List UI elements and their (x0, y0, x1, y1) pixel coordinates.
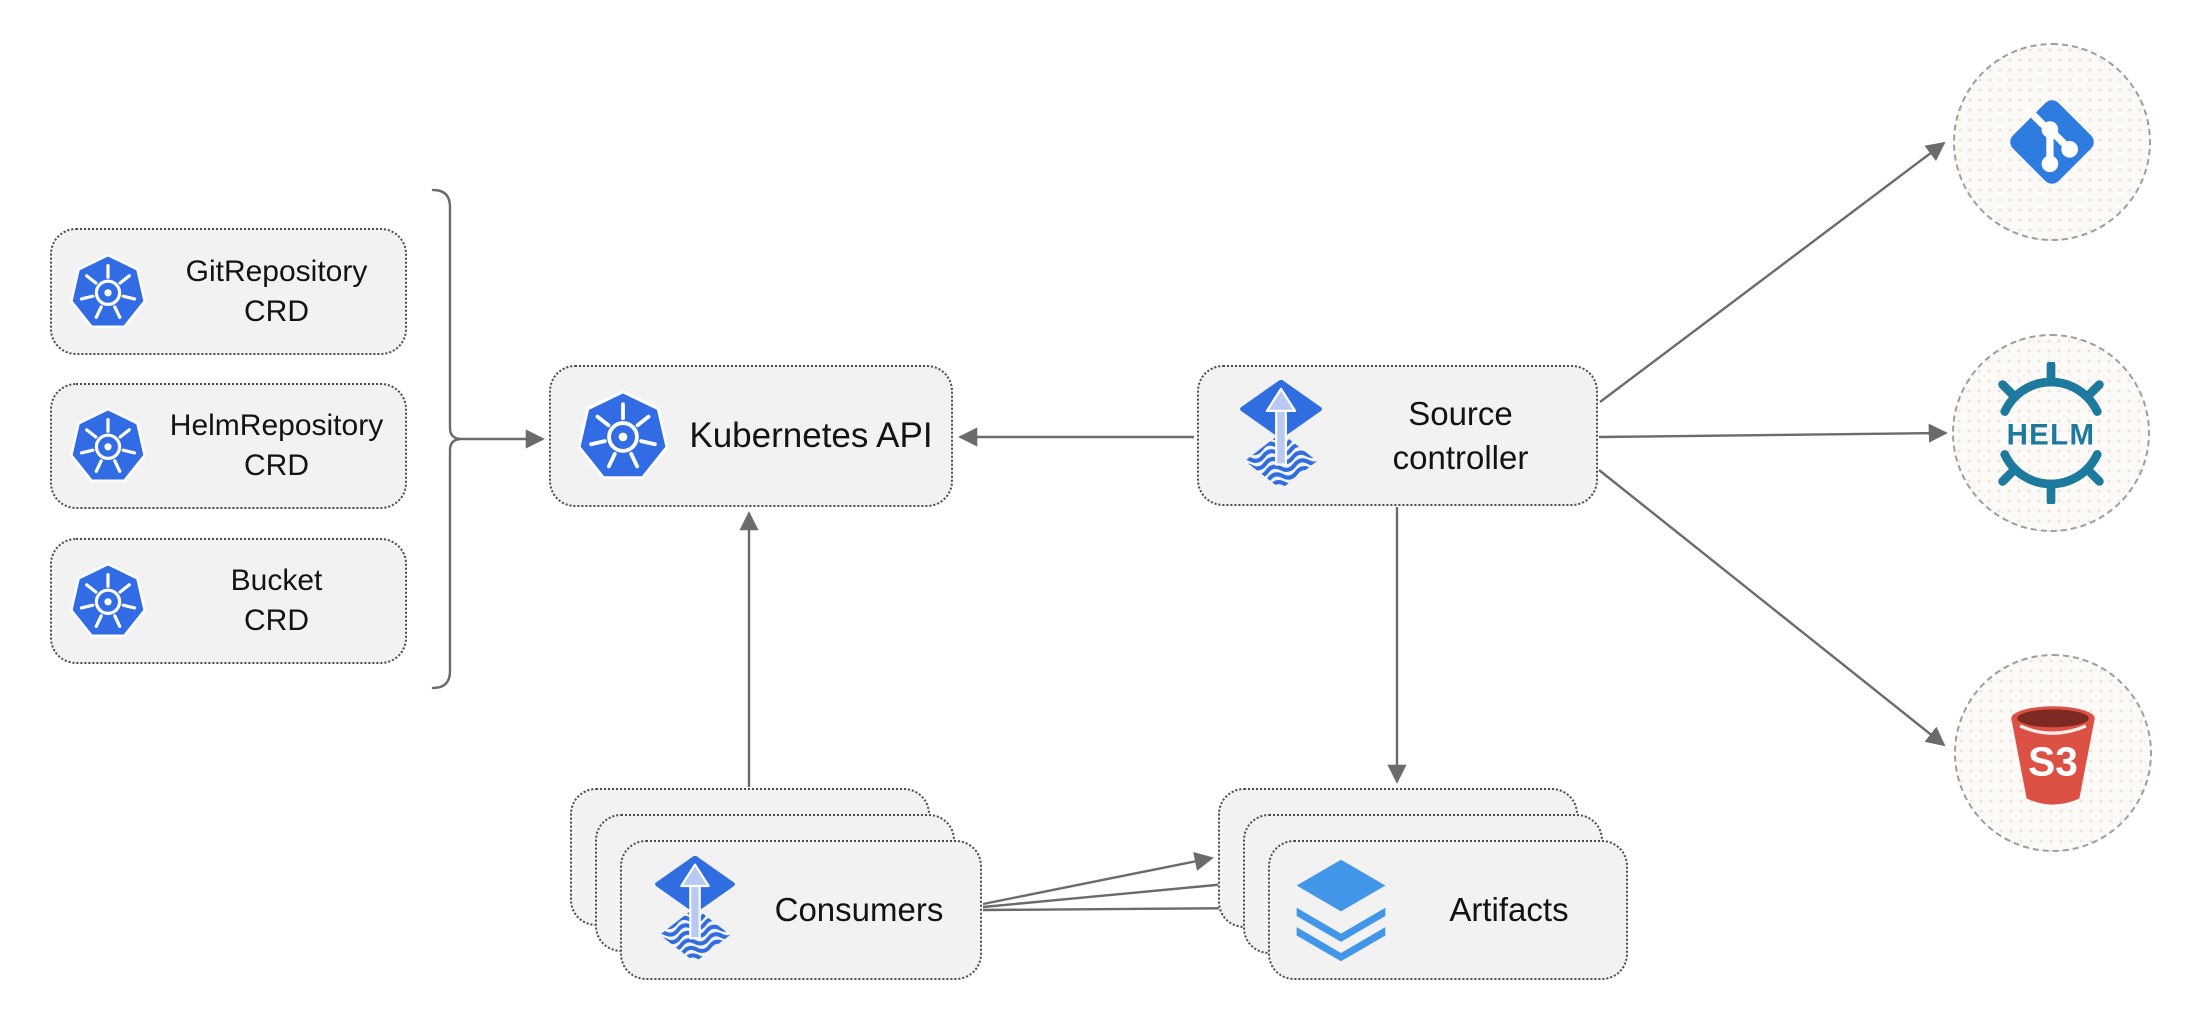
flux-icon (1237, 380, 1325, 491)
helm-icon: HELM (1998, 362, 2104, 504)
node-helmrepository-crd: HelmRepository CRD (50, 383, 407, 509)
node-kubernetes-api: Kubernetes API (549, 365, 953, 507)
edge-source-to-s3 (1598, 469, 1946, 747)
node-helm-source: HELM (1952, 334, 2150, 532)
helm-label: HELM (2007, 418, 2096, 451)
node-gitrepository-crd: GitRepository CRD (50, 228, 407, 355)
kubernetes-icon (68, 252, 148, 332)
kubernetes-icon (68, 561, 148, 641)
artifacts-label: Artifacts (1449, 891, 1569, 929)
bucket-crd-label: Bucket CRD (230, 564, 323, 637)
kubernetes-api-label: Kubernetes API (689, 416, 933, 455)
flux-icon (652, 856, 738, 964)
s3-label: S3 (2028, 738, 2078, 784)
consumers-label: Consumers (774, 891, 944, 929)
kubernetes-icon (575, 388, 671, 484)
helmrepository-crd-label: HelmRepository CRD (169, 409, 384, 482)
gitrepository-crd-label: GitRepository CRD (185, 254, 368, 328)
edge-consumers-to-artifacts-back (982, 851, 1214, 906)
node-s3-source: S3 (1954, 654, 2152, 852)
artifacts-layers-icon (1296, 859, 1386, 961)
node-artifacts: Artifacts (1268, 840, 1628, 980)
source-controller-label: Source controller (1392, 394, 1529, 476)
edge-source-to-git (1599, 141, 1946, 403)
crd-group-bracket (431, 188, 461, 690)
s3-bucket-icon: S3 (2011, 705, 2095, 805)
node-bucket-crd: Bucket CRD (50, 538, 407, 664)
kubernetes-icon (68, 406, 148, 486)
node-git-source (1953, 43, 2151, 241)
node-consumers: Consumers (620, 840, 982, 980)
edge-source-to-helm (1598, 423, 1948, 443)
git-icon (2010, 100, 2094, 184)
edge-consumers-to-artifacts-middle (982, 875, 1239, 909)
node-source-controller: Source controller (1197, 365, 1598, 506)
